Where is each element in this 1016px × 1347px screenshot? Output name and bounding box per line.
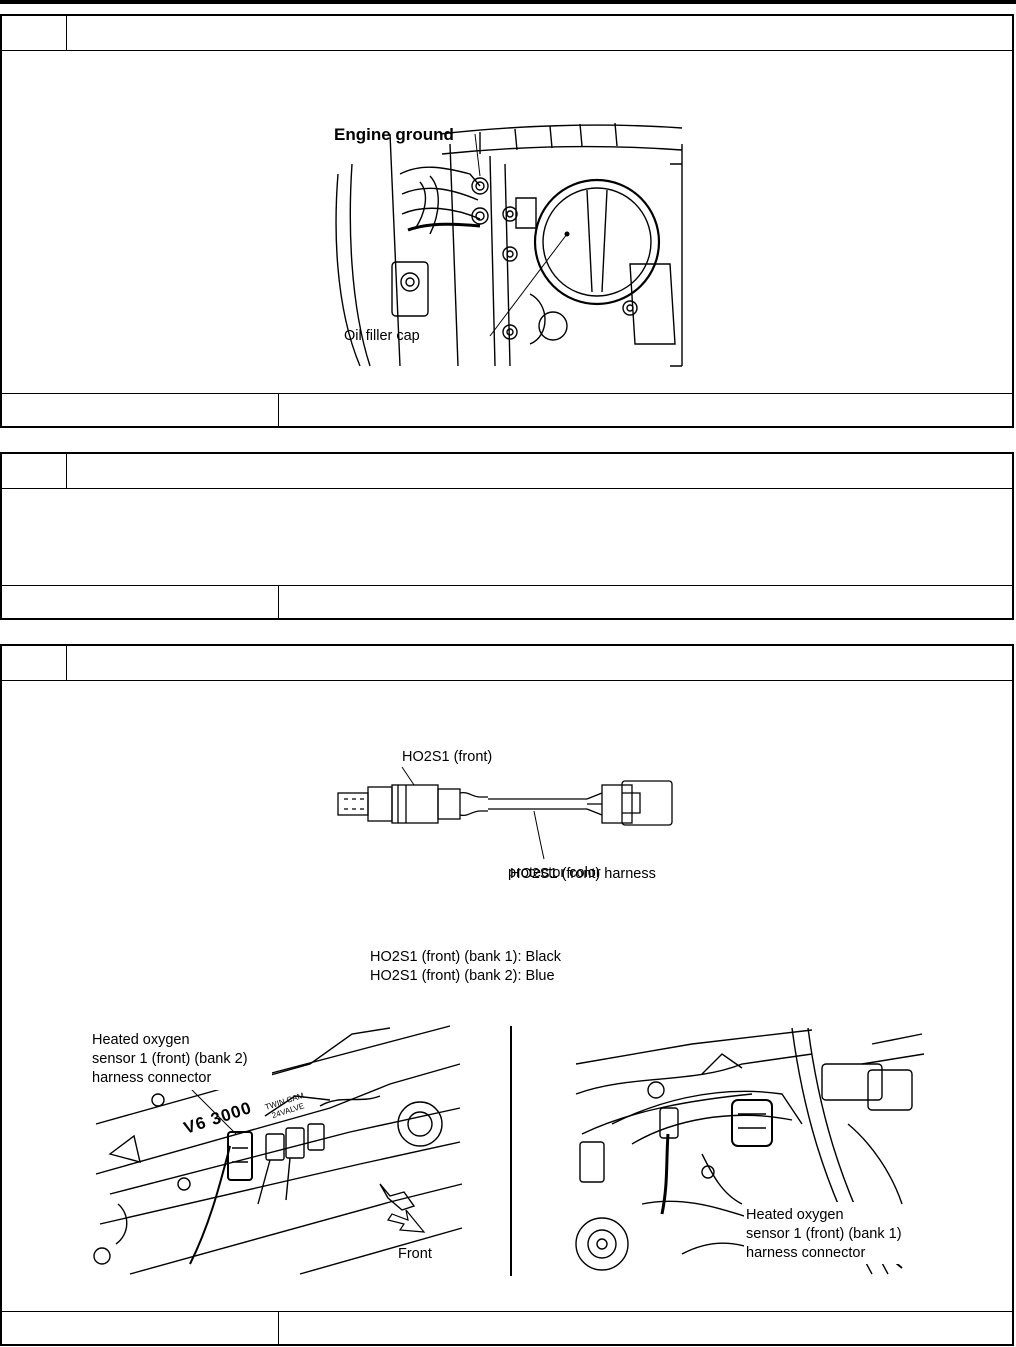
right-label-line1: Heated oxygen [746, 1207, 844, 1223]
left-label-line1: Heated oxygen [92, 1032, 190, 1048]
step-number-cell [2, 646, 67, 680]
oil-filler-cap-label: Oil filler cap [344, 328, 420, 344]
step-footer [2, 585, 1012, 618]
top-rule [0, 0, 1016, 4]
harness-label-line2: protector color [508, 865, 601, 881]
step-number-cell [2, 454, 67, 488]
bank2-connector-illustration: V6 3000 TWIN CAM 24VALVE Heated oxygen s… [90, 1025, 463, 1275]
bank2-color-note: HO2S1 (front) (bank 2): Blue [370, 968, 555, 984]
engine-ground-illustration: Engine ground Oil filler cap [334, 122, 683, 367]
left-label-line3: harness connector [92, 1070, 211, 1086]
step-footer [2, 1311, 1012, 1344]
harness-label-line1: HO2S1 (front) harness [510, 866, 656, 882]
footer-left-cell [2, 1312, 279, 1344]
step-section-3: HO2S1 (front) HO2S1 (front) harness prot… [0, 644, 1014, 1346]
step-number-cell [2, 16, 67, 50]
sensor-label: HO2S1 (front) [402, 749, 492, 765]
ho2s1-sensor-illustration: HO2S1 (front) HO2S1 (front) harness [337, 749, 673, 882]
step-section-2 [0, 452, 1014, 620]
step-header [2, 16, 1012, 51]
front-label: Front [398, 1246, 432, 1262]
left-label-line2: sensor 1 (front) (bank 2) [92, 1051, 248, 1067]
bank1-color-note: HO2S1 (front) (bank 1): Black [370, 949, 561, 965]
right-label-line2: sensor 1 (front) (bank 1) [746, 1226, 902, 1242]
footer-left-cell [2, 394, 279, 426]
right-label-line3: harness connector [746, 1245, 865, 1261]
step-header [2, 454, 1012, 489]
engine-ground-label: Engine ground [334, 125, 454, 144]
step-section-1: Engine ground Oil filler cap [0, 14, 1014, 428]
step-footer [2, 393, 1012, 426]
bank1-connector-illustration: Heated oxygen sensor 1 (front) (bank 1) … [575, 1027, 925, 1275]
step-header [2, 646, 1012, 681]
footer-left-cell [2, 586, 279, 618]
figure-divider [510, 1026, 512, 1276]
